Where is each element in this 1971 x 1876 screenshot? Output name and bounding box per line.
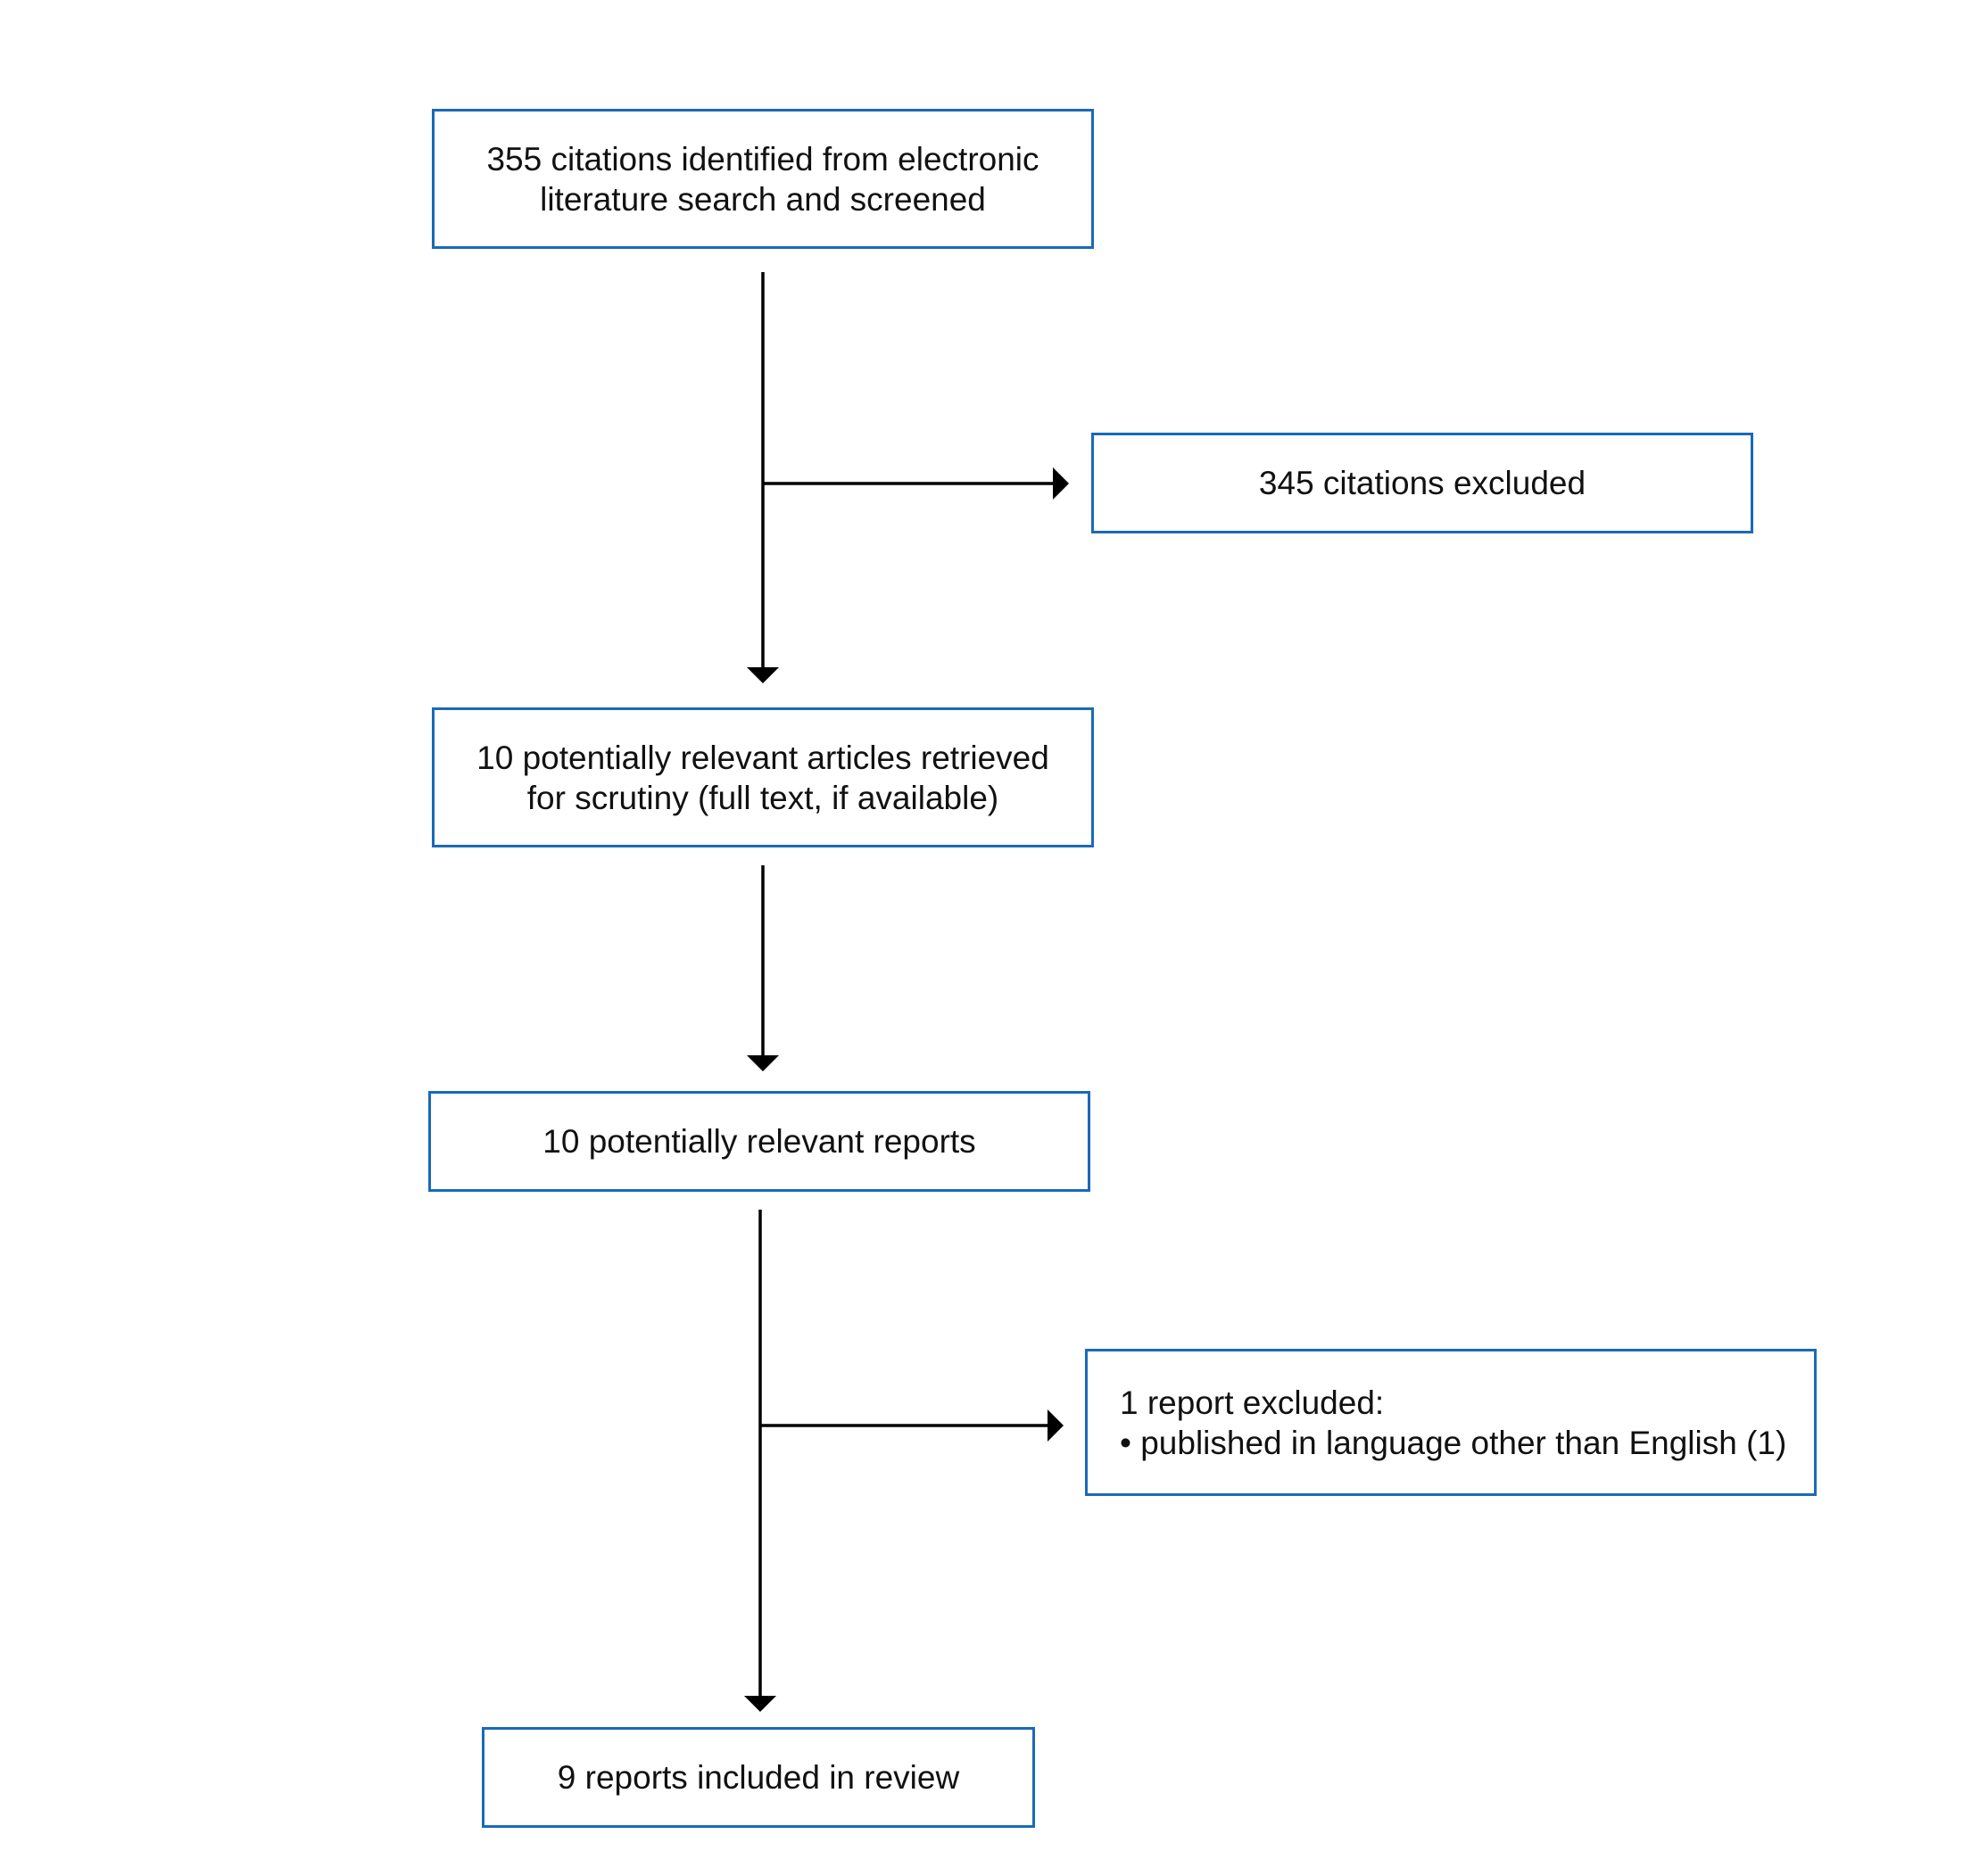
arrowhead-right-1 — [1053, 467, 1069, 500]
identified-line-2: literature search and screened — [540, 180, 986, 218]
identified-citations-box: 355 citations identified from electronic… — [432, 109, 1094, 249]
identified-line-1: 355 citations identified from electronic — [486, 140, 1039, 178]
excluded-reports-reason: • published in language other than Engli… — [1120, 1424, 1787, 1461]
retrieved-line-2: for scrutiny (full text, if available) — [526, 779, 999, 816]
included-reports-box: 9 reports included in review — [482, 1727, 1035, 1828]
arrowhead-down-2 — [747, 1055, 779, 1071]
excluded-citations-text: 345 citations excluded — [1258, 465, 1586, 501]
arrowhead-down-3 — [744, 1696, 776, 1712]
included-reports-text: 9 reports included in review — [557, 1759, 960, 1796]
excluded-reports-heading: 1 report excluded: — [1120, 1384, 1385, 1421]
excluded-citations-box: 345 citations excluded — [1091, 433, 1753, 533]
arrowhead-down-1 — [747, 667, 779, 683]
excluded-reports-box: 1 report excluded: • published in langua… — [1085, 1349, 1817, 1496]
arrowhead-right-2 — [1048, 1409, 1064, 1442]
relevant-reports-box: 10 potentially relevant reports — [428, 1091, 1090, 1192]
retrieved-articles-box: 10 potentially relevant articles retriev… — [432, 707, 1094, 847]
relevant-reports-text: 10 potentially relevant reports — [542, 1123, 976, 1160]
retrieved-line-1: 10 potentially relevant articles retriev… — [476, 739, 1049, 776]
